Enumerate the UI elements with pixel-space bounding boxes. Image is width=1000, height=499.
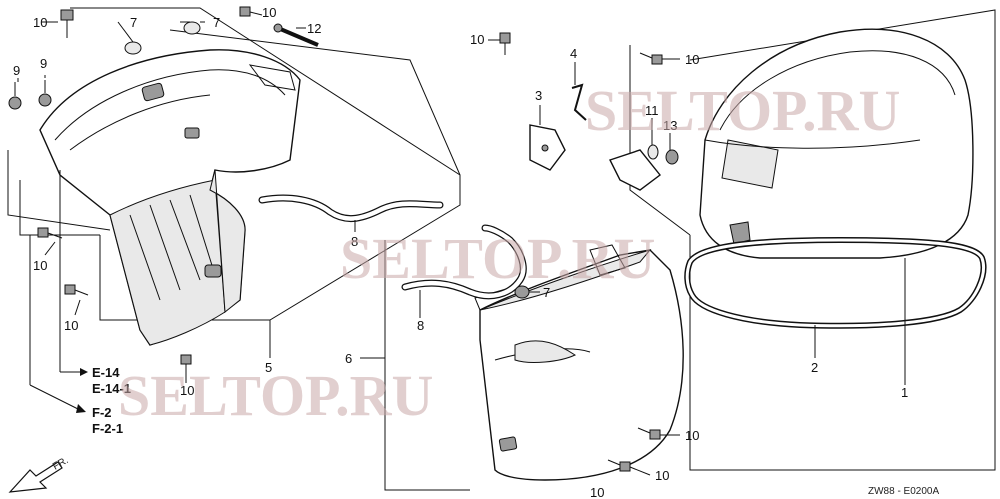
ref-f2: F-2 — [92, 405, 112, 420]
watermarks: SELTOP.RU SELTOP.RU SELTOP.RU — [118, 78, 900, 428]
callout-10: 10 — [590, 485, 604, 499]
front-direction-arrow: FR. — [8, 455, 70, 493]
watermark: SELTOP.RU — [585, 78, 900, 143]
callout-9: 9 — [13, 63, 20, 78]
bolt-10-left-mid — [37, 227, 63, 239]
callout-10: 10 — [655, 468, 669, 483]
clip-9-a — [8, 82, 22, 110]
callout-3: 3 — [535, 88, 542, 103]
callout-10: 10 — [180, 383, 194, 398]
spring-4 — [571, 83, 587, 121]
ref-e14-1: E-14-1 — [92, 381, 131, 396]
ref-f2-1: F-2-1 — [92, 421, 123, 436]
hose-part-8-left — [258, 194, 444, 222]
callout-9: 9 — [40, 56, 47, 71]
callout-7: 7 — [130, 15, 137, 30]
callout-8: 8 — [351, 234, 358, 249]
ref-e14: E-14 — [92, 365, 120, 380]
grommet-7-b — [183, 21, 201, 35]
leader-lines — [17, 21, 906, 476]
callout-labels: 10 7 7 10 12 9 9 10 10 10 5 8 8 6 7 3 4 … — [13, 5, 908, 499]
engine-cover-part-1 — [699, 28, 974, 259]
callout-5: 5 — [265, 360, 272, 375]
bolt-10-upper-mid — [499, 32, 511, 55]
pin-12 — [273, 23, 319, 47]
callout-10: 10 — [262, 5, 276, 20]
watermark: SELTOP.RU — [118, 363, 433, 428]
bolt-10-lower-right-b — [607, 459, 631, 472]
callout-1: 1 — [901, 385, 908, 400]
callout-12: 12 — [307, 21, 321, 36]
bolt-10-left-lower — [64, 284, 89, 296]
callout-10: 10 — [33, 258, 47, 273]
watermark: SELTOP.RU — [340, 226, 655, 291]
callout-10: 10 — [33, 15, 47, 30]
clip-9-b — [38, 80, 52, 107]
bracket-3 — [529, 124, 566, 171]
section-references: E-14 E-14-1 F-2 F-2-1 — [92, 365, 131, 436]
bolt-10-top-left — [60, 9, 74, 38]
fastener-hardware — [8, 6, 679, 472]
callout-6: 6 — [345, 351, 352, 366]
bolt-10-near-cover — [639, 52, 663, 65]
callout-13: 13 — [663, 118, 677, 133]
callout-10: 10 — [685, 52, 699, 67]
seal-part-2 — [684, 236, 987, 329]
callout-7: 7 — [543, 285, 550, 300]
drawing-code: ZW88 - E0200A — [868, 486, 939, 497]
collar-13 — [665, 149, 679, 165]
bolt-10-bottom — [180, 354, 192, 380]
hose-part-8-right — [401, 224, 527, 300]
callout-4: 4 — [570, 46, 577, 61]
assembly-frame-lines — [7, 7, 996, 491]
callout-10: 10 — [64, 318, 78, 333]
callout-11: 11 — [645, 103, 659, 118]
bolt-10-top-center — [239, 6, 263, 17]
callout-10: 10 — [470, 32, 484, 47]
washer-11 — [647, 144, 659, 160]
inner-undercover-part-5 — [39, 49, 301, 346]
callout-8: 8 — [417, 318, 424, 333]
callout-2: 2 — [811, 360, 818, 375]
direction-label: FR. — [51, 455, 70, 473]
grommet-7-a — [124, 41, 142, 55]
callout-10: 10 — [685, 428, 699, 443]
callout-7: 7 — [213, 15, 220, 30]
